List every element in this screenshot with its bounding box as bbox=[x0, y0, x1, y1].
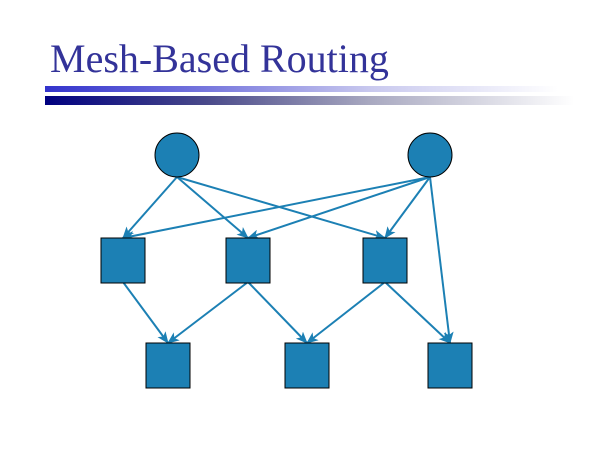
edge-source2-mid3 bbox=[384, 176, 431, 239]
node-dest2 bbox=[284, 342, 330, 389]
edge-source1-mid1 bbox=[122, 176, 178, 239]
node-source1 bbox=[154, 132, 200, 178]
node-mid2 bbox=[225, 237, 271, 284]
node-mid1 bbox=[100, 237, 146, 284]
node-mid3 bbox=[362, 237, 408, 284]
edge-source1-mid2 bbox=[176, 176, 249, 239]
edge-source2-mid2 bbox=[247, 176, 431, 240]
edge-source2-dest3 bbox=[429, 176, 454, 344]
title-underline-bottom bbox=[45, 96, 585, 105]
node-dest3 bbox=[427, 342, 473, 389]
edge-mid3-dest2 bbox=[306, 281, 386, 344]
edge-source2-mid1 bbox=[122, 176, 431, 241]
edge-mid1-dest1 bbox=[122, 281, 169, 344]
node-dest1 bbox=[145, 342, 191, 389]
node-source2 bbox=[407, 132, 453, 178]
title-underline-top bbox=[45, 86, 585, 92]
edge-mid2-dest2 bbox=[247, 281, 308, 344]
edge-mid2-dest1 bbox=[167, 281, 249, 344]
edge-mid3-dest3 bbox=[384, 281, 451, 344]
slide-title: Mesh-Based Routing bbox=[50, 36, 389, 81]
